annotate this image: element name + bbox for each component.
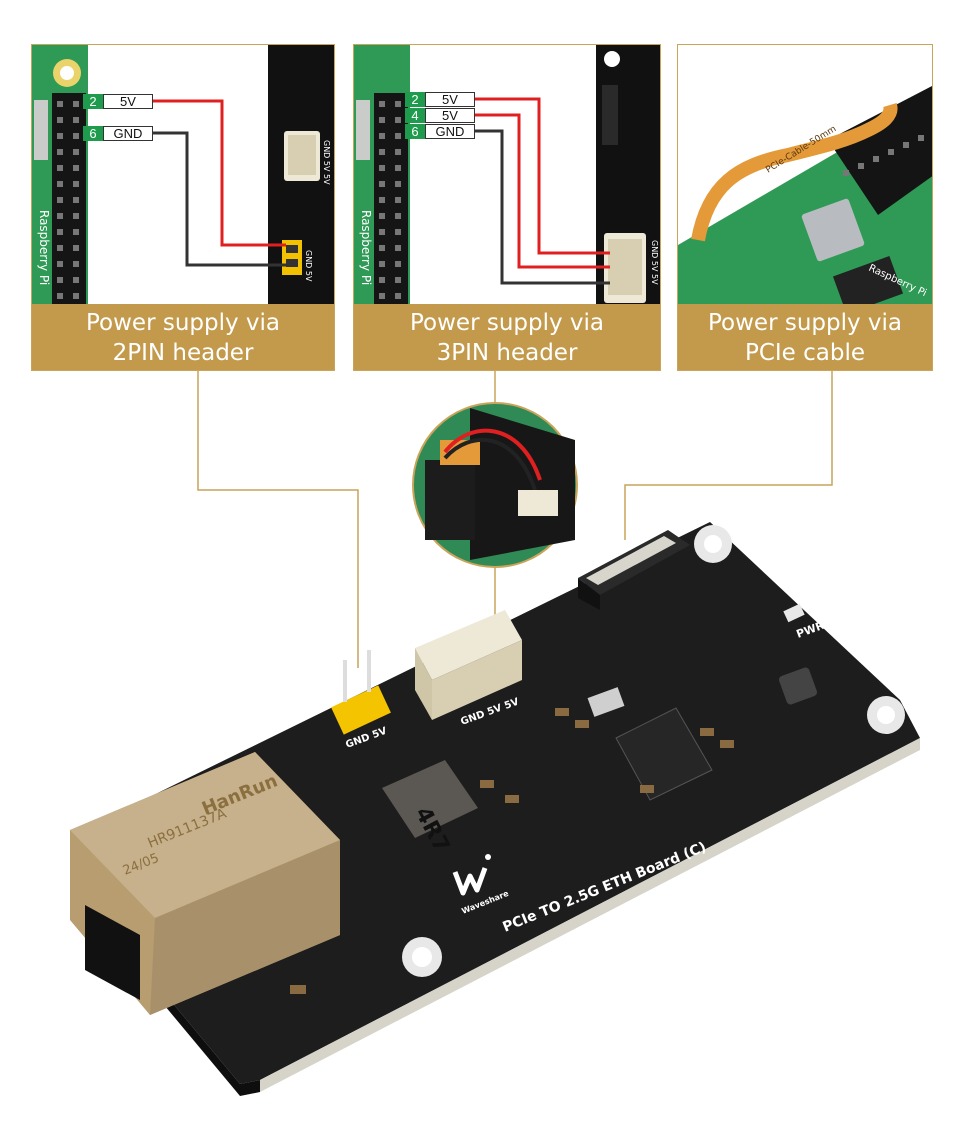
pin-2-tag: 2 5V (405, 92, 475, 107)
caption-line1: Power supply via (85, 310, 281, 336)
panel-2pin-illustration: Raspberry Pi GND 5V GND 5V 5V (32, 45, 334, 306)
header3-label: GND 5V 5V (459, 696, 521, 727)
ethernet-chip (615, 707, 713, 801)
pin-label: 5V (103, 94, 153, 109)
rj45-brand: HanRun (199, 770, 281, 819)
caption-line1: Power supply via (707, 310, 903, 336)
pin-number: 6 (83, 126, 103, 141)
pcie-fpc-connector (578, 530, 690, 610)
connector-label: GND 5V (304, 250, 313, 282)
caption-line1: Power supply via (409, 310, 605, 336)
inductor: 4R7 (382, 760, 478, 857)
board-title: PCIe TO 2.5G ETH Board (C) (501, 839, 709, 935)
panel-caption: Power supply via 3PIN header (354, 304, 660, 370)
2pin-header: GND 5V (331, 650, 391, 751)
header2-label: GND 5V (344, 726, 388, 751)
passive-components (290, 667, 818, 994)
panel-pcie-illustration: PCIe-Cable-50mm Raspberry Pi (678, 86, 932, 306)
raspberry-pi-label: Raspberry Pi (37, 210, 51, 285)
pin-2-tag: 2 5V (83, 94, 153, 109)
rj45-jack: HanRun HR911137A 24/05 (70, 752, 340, 1015)
pin-label: GND (425, 124, 475, 139)
caption-line2: 2PIN header (112, 340, 254, 366)
panel-pcie-cable: PCIe-Cable-50mm Raspberry Pi Power suppl… (677, 44, 933, 371)
callout-lines (197, 370, 833, 668)
pin-number: 2 (405, 92, 425, 107)
panel-caption: Power supply via PCIe cable (678, 304, 932, 370)
panel-caption: Power supply via 2PIN header (32, 304, 334, 370)
pin-number: 6 (405, 124, 425, 139)
panel-3pin: Raspberry Pi GND 5V 5V 2 5V 4 5V 6 GND P… (353, 44, 661, 371)
raspberry-pi-label: Raspberry Pi (359, 210, 373, 285)
rj45-model: HR911137A (146, 806, 230, 852)
panel-2pin: Raspberry Pi GND 5V GND 5V 5V 2 5V 6 GND… (31, 44, 335, 371)
pin-6-tag: 6 GND (83, 126, 153, 141)
panel-3pin-illustration: Raspberry Pi GND 5V 5V (354, 45, 660, 306)
pin-4-tag: 4 5V (405, 108, 475, 123)
pwr-label: PWR (795, 619, 827, 641)
pin-6-tag: 6 GND (405, 124, 475, 139)
zoom-inset (412, 402, 578, 568)
caption-line2: 3PIN header (436, 340, 578, 366)
brand-label: Waveshare (460, 889, 510, 916)
pwr-led: PWR (783, 603, 827, 641)
waveshare-logo: Waveshare (452, 854, 510, 916)
caption-line2: PCIe cable (744, 340, 866, 366)
pin-label: 5V (425, 108, 475, 123)
pin-number: 4 (405, 108, 425, 123)
pcb-board (70, 522, 920, 1096)
pin-label: 5V (425, 92, 475, 107)
connector-label: GND 5V 5V (650, 240, 659, 285)
pin-label: GND (103, 126, 153, 141)
inductor-label: 4R7 (410, 803, 454, 857)
pin-number: 2 (83, 94, 103, 109)
3pin-connector: GND 5V 5V (415, 610, 522, 728)
rj45-date: 24/05 (121, 851, 161, 879)
connector-label-3pin: GND 5V 5V (322, 140, 331, 185)
